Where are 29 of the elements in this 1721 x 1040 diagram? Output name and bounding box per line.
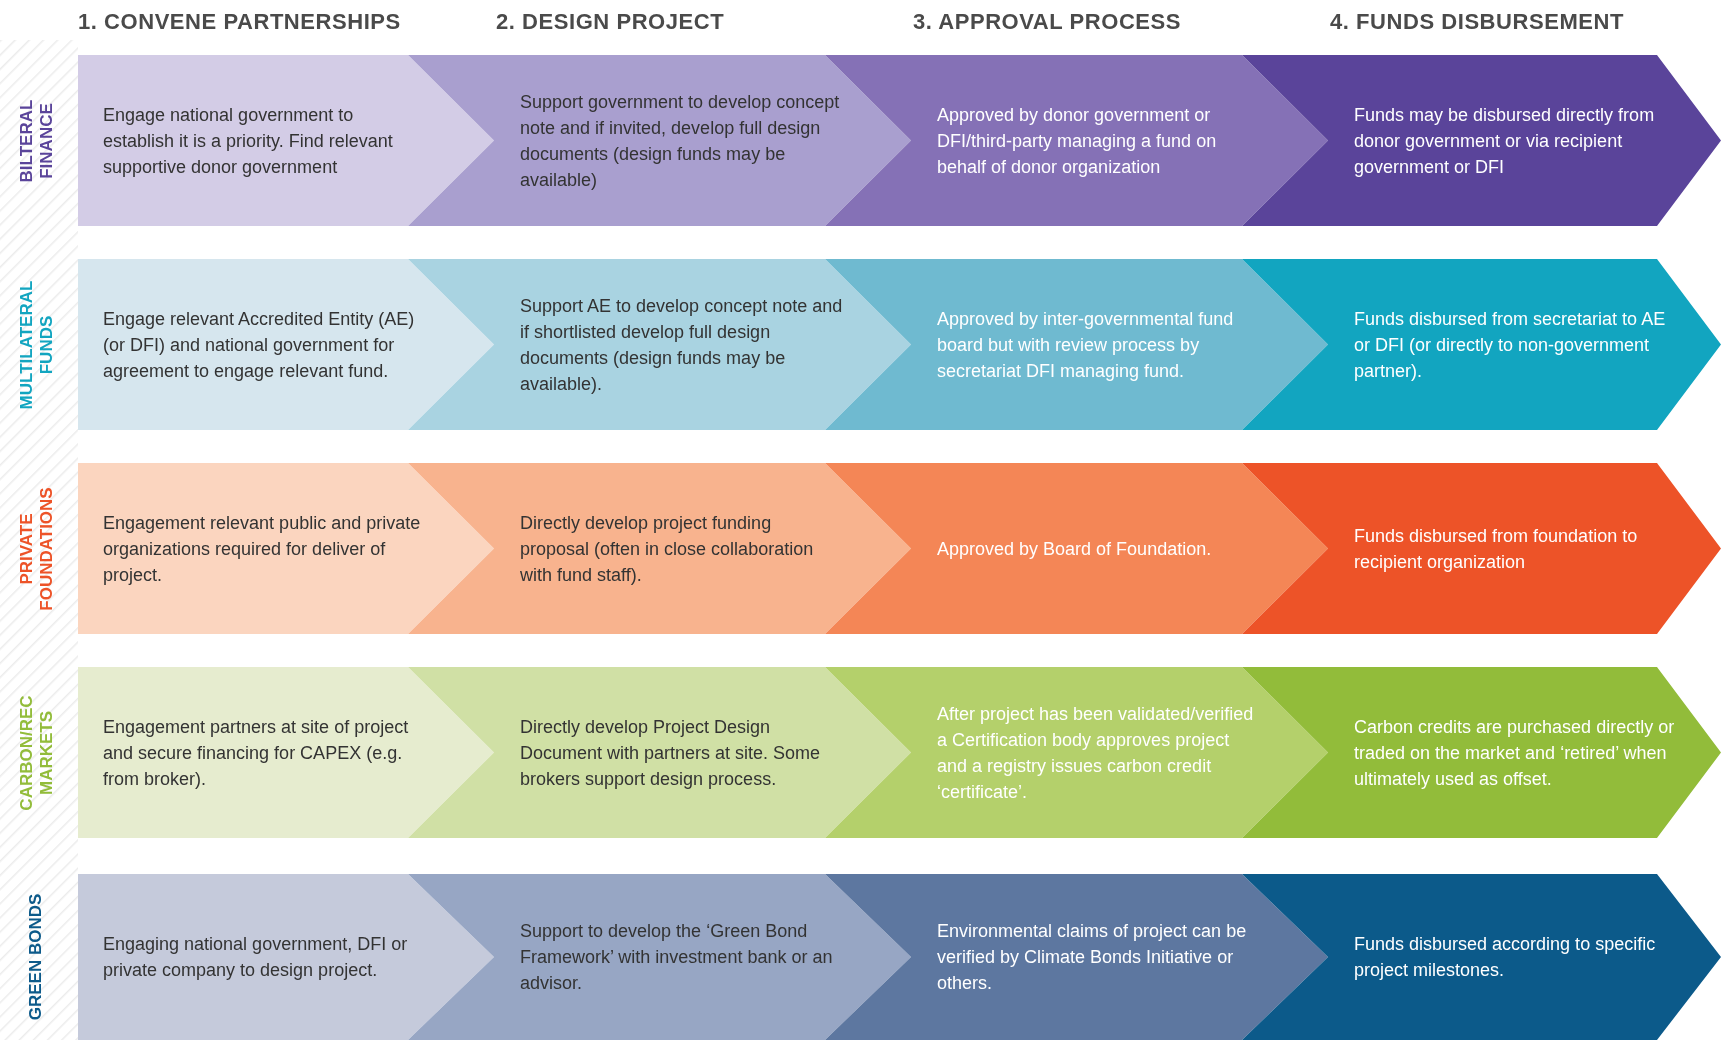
column-heading: 1. CONVENE PARTNERSHIPS bbox=[78, 8, 401, 36]
step-text: Funds may be disbursed directly from donor government or via recipient government or DFI bbox=[1354, 103, 1656, 179]
row-heading: GREEN BONDS bbox=[26, 892, 46, 1023]
step-text: Environmental claims of project can be verified by Climate Bonds Initiative or others. bbox=[937, 920, 1248, 995]
step-text: Engagement partners at site of project and secure financing for CAPEX (e.g. from broker). bbox=[103, 715, 410, 791]
step-text: Approved by inter-governmental fund board but with review process by secretariat DFI managing fund. bbox=[937, 307, 1235, 383]
step-text: Carbon credits are purchased directly or traded on the market and ‘retired’ when ultimately used as offset. bbox=[1354, 715, 1676, 791]
step-text: Approved by donor government or DFI/third-party managing a fund on behalf of donor organization bbox=[937, 103, 1218, 179]
row-heading: BILTERAL FINANCE bbox=[16, 98, 56, 184]
step-text: Funds disbursed from foundation to recipient organization bbox=[1354, 524, 1639, 574]
step-text: Support AE to develop concept note and if shortlisted develop full design documents (design funds may be available). bbox=[520, 294, 844, 396]
step-text: Engaging national government, DFI or private company to design project. bbox=[103, 933, 409, 982]
column-heading: 2. DESIGN PROJECT bbox=[496, 8, 725, 36]
row-heading: CARBON/REC MARKETS bbox=[16, 693, 56, 813]
step-text: Support government to develop concept note and if invited, develop full design documents (design funds may be available) bbox=[520, 90, 841, 192]
step-text: After project has been validated/verified a Certification body approves project and a registry issues carbon credit ‘certificate’. bbox=[937, 702, 1255, 804]
step-text: Directly develop project funding proposal (often in close collaboration with fund staff). bbox=[520, 511, 815, 587]
row-heading: PRIVATE FOUNDATIONS bbox=[16, 485, 56, 613]
step-text: Support to develop the ‘Green Bond Framework’ with investment bank or an advisor. bbox=[520, 920, 834, 995]
step-text: Directly develop Project Design Document with partners at site. Some brokers support design process. bbox=[520, 715, 822, 791]
step-text: Funds disbursed according to specific project milestones. bbox=[1354, 933, 1657, 982]
step-text: Engagement relevant public and private organizations required for deliver of project. bbox=[103, 511, 422, 587]
column-heading: 3. APPROVAL PROCESS bbox=[913, 8, 1181, 36]
row-heading: MULTILATERAL FUNDS bbox=[16, 279, 56, 411]
step-text: Engage relevant Accredited Entity (AE) (or DFI) and national government for agreement to engage relevant fund. bbox=[103, 307, 416, 383]
step-text: Engage national government to establish it is a priority. Find relevant supportive donor government bbox=[103, 103, 394, 179]
column-heading: 4. FUNDS DISBURSEMENT bbox=[1330, 8, 1624, 36]
step-text: Approved by Board of Foundation. bbox=[937, 537, 1213, 561]
step-text: Funds disbursed from secretariat to AE or DFI (or directly to non-government partner). bbox=[1354, 307, 1667, 383]
